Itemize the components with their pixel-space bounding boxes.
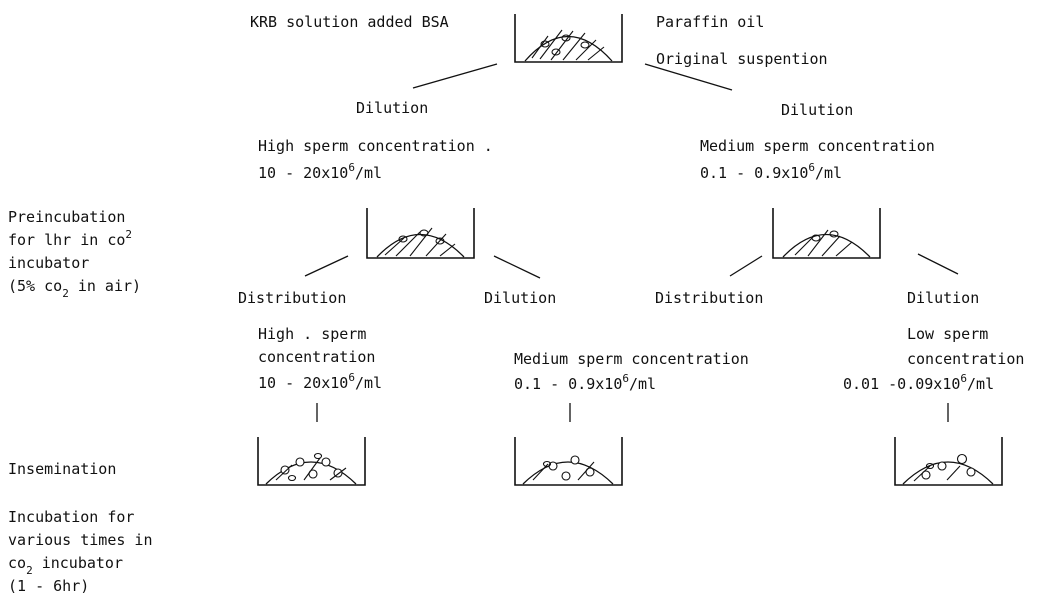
oocyte-icon	[549, 456, 594, 480]
original-suspension-label: Original suspention	[656, 50, 828, 68]
branch-line	[918, 254, 958, 274]
preincubation-label: Preincubation for lhr in co2 incubator (…	[8, 208, 141, 300]
medium-concentration-value: 0.1 - 0.9x106/ml	[700, 161, 842, 182]
dilution-step-label: Dilution	[781, 101, 853, 119]
svg-text:co2 incubator: co2 incubator	[8, 554, 123, 577]
original-suspension-dish	[515, 14, 622, 62]
medium-label: KRB solution added BSA	[250, 13, 449, 31]
paraffin-oil-label: Paraffin oil	[656, 13, 764, 31]
svg-text:(1 - 6hr): (1 - 6hr)	[8, 577, 89, 595]
svg-text:for lhr in co2: for lhr in co2	[8, 228, 132, 249]
svg-text:Preincubation: Preincubation	[8, 208, 125, 226]
sperm-icon	[795, 230, 852, 256]
insemination-dish-medium	[515, 437, 622, 485]
oocyte-icon	[281, 458, 342, 478]
medium-drop-icon	[377, 235, 464, 258]
incubation-label: Incubation for various times in co2 incu…	[8, 508, 153, 595]
medium-drop-icon	[903, 462, 993, 484]
low-concentration-label: concentration	[907, 350, 1024, 368]
distribution-step-label: Distribution	[655, 289, 763, 307]
high-concentration-label: High . sperm	[258, 325, 366, 343]
insemination-dish-high	[258, 437, 365, 485]
svg-text:Incubation for: Incubation for	[8, 508, 134, 526]
medium-concentration-label: Medium sperm concentration	[700, 137, 935, 155]
high-concentration-value: 10 - 20x106/ml	[258, 371, 382, 392]
dilution-step-label: Dilution	[484, 289, 556, 307]
branch-line	[730, 256, 762, 276]
medium-concentration-value: 0.1 - 0.9x106/ml	[514, 372, 656, 393]
high-concentration-dish	[367, 208, 474, 258]
sperm-icon	[914, 464, 960, 482]
dilution-step-label: Dilution	[907, 289, 979, 307]
high-concentration-label: concentration	[258, 348, 375, 366]
svg-text:(5% co2 in air): (5% co2 in air)	[8, 277, 141, 300]
branch-line	[413, 64, 497, 88]
insemination-label: Insemination	[8, 460, 116, 478]
high-concentration-value: 10 - 20x106/ml	[258, 161, 382, 182]
insemination-dish-low	[895, 437, 1002, 485]
low-concentration-label: Low sperm	[907, 325, 988, 343]
medium-concentration-dish	[773, 208, 880, 258]
medium-concentration-label: Medium sperm concentration	[514, 350, 749, 368]
branch-line	[494, 256, 540, 278]
high-concentration-label: High sperm concentration .	[258, 137, 493, 155]
low-concentration-value: 0.01 -0.09x106/ml	[843, 372, 994, 393]
dilution-step-label: Dilution	[356, 99, 428, 117]
svg-text:various times in: various times in	[8, 531, 153, 549]
distribution-step-label: Distribution	[238, 289, 346, 307]
svg-text:incubator: incubator	[8, 254, 89, 272]
branch-line	[305, 256, 348, 276]
